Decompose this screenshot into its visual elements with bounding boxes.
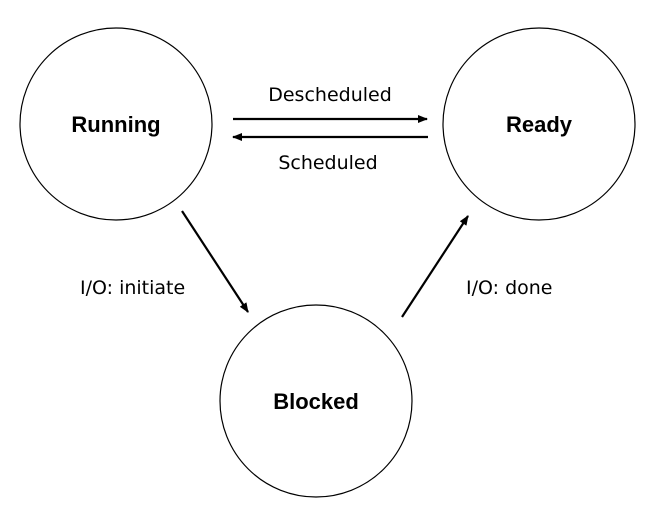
state-blocked: Blocked — [219, 304, 413, 498]
state-ready-label: Ready — [506, 112, 573, 137]
edge-io-done-arrow — [401, 215, 469, 318]
edge-scheduled-label: Scheduled — [278, 152, 377, 174]
state-blocked-label: Blocked — [273, 389, 359, 414]
edge-io-done-label: I/O: done — [466, 277, 552, 299]
state-running-circle — [19, 27, 213, 221]
state-running-label: Running — [71, 112, 160, 137]
state-ready-circle — [442, 27, 636, 221]
state-blocked-circle — [219, 304, 413, 498]
edge-io-initiate-label: I/O: initiate — [80, 277, 185, 299]
edge-io-initiate-arrow — [181, 210, 249, 313]
edge-descheduled-label: Descheduled — [268, 84, 392, 106]
state-ready: Ready — [442, 27, 636, 221]
state-running: Running — [19, 27, 213, 221]
